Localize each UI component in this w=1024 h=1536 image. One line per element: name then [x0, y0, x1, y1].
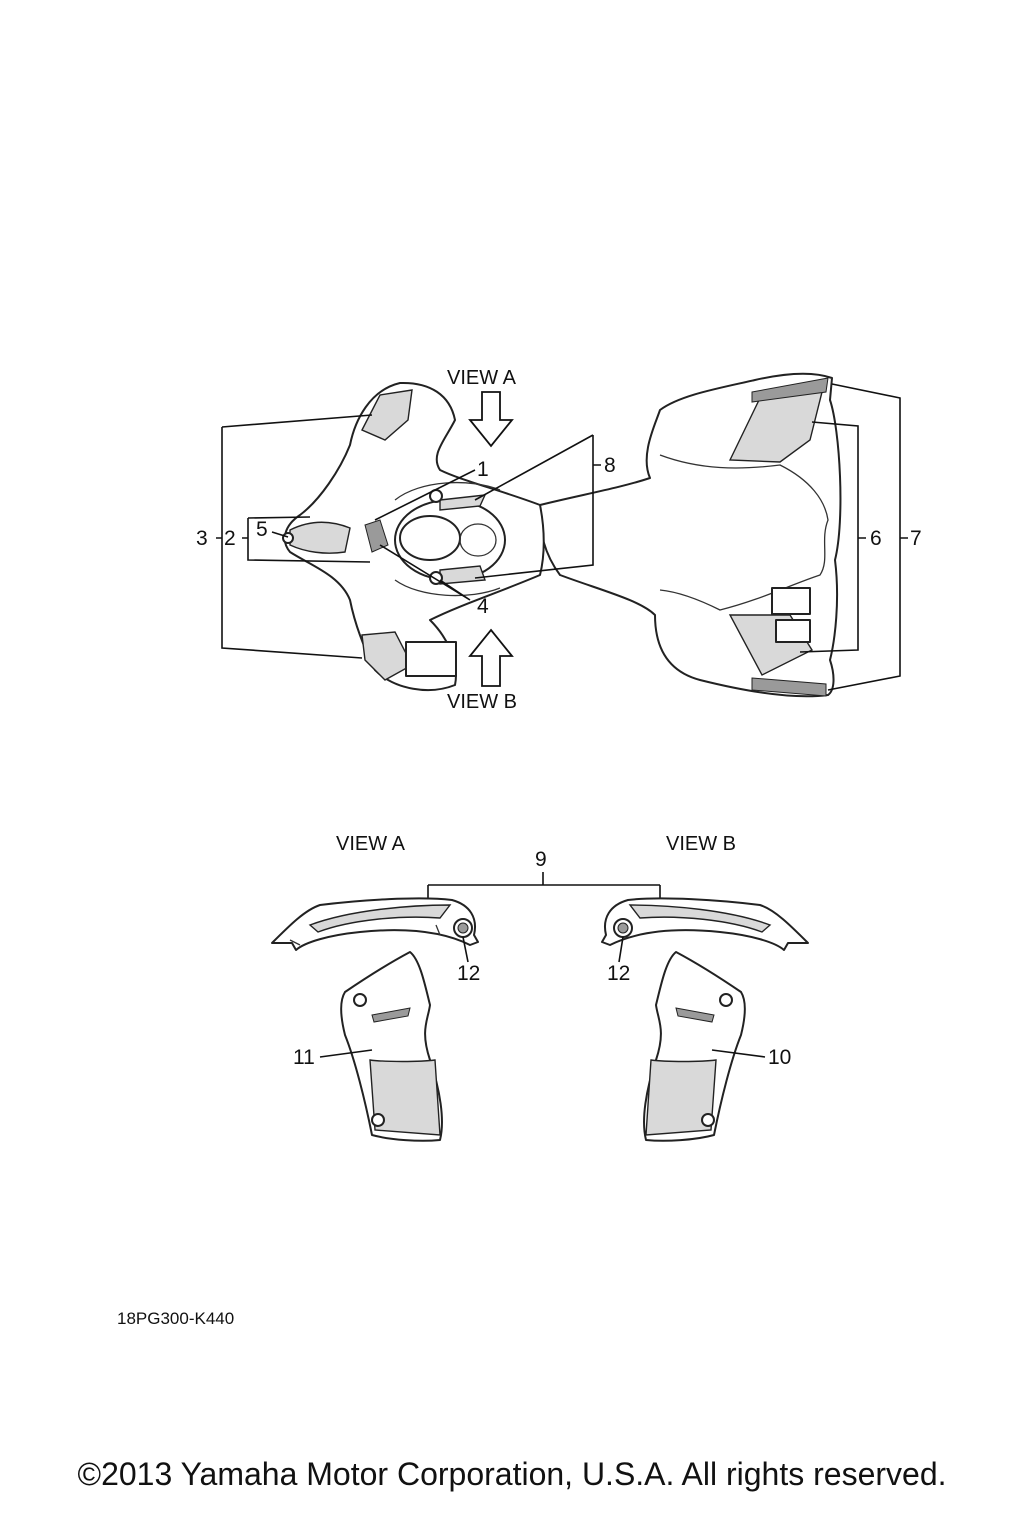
rear-logo-upper — [751, 377, 829, 403]
callout-3: 3 — [196, 527, 208, 550]
view-a-label-top: VIEW A — [447, 367, 517, 389]
callout-2: 2 — [224, 527, 236, 550]
view-a-fender — [271, 897, 479, 951]
left-side-panel — [340, 951, 443, 1142]
atv-body-top-view — [282, 372, 842, 698]
front-label — [405, 641, 457, 677]
nose-decal — [289, 521, 351, 554]
front-side-decal-top — [361, 389, 413, 441]
tank-decal-lower — [439, 565, 486, 585]
callout-12-right: 12 — [607, 962, 630, 985]
callout-12-left: 12 — [457, 962, 480, 985]
diagram-code: 18PG300-K440 — [117, 1309, 235, 1328]
callout-7: 7 — [910, 527, 922, 550]
callout-8: 8 — [604, 454, 616, 477]
rear-decal-upper — [728, 391, 823, 463]
callout-4: 4 — [477, 595, 489, 618]
callout-1: 1 — [477, 458, 489, 481]
center-decal — [364, 519, 389, 553]
rear-label-a — [771, 587, 811, 615]
right-side-panel — [643, 951, 746, 1142]
callout-6: 6 — [870, 527, 882, 550]
view-a-label: VIEW A — [336, 833, 406, 855]
rear-label-b — [775, 619, 811, 643]
view-a-arrow — [468, 391, 514, 448]
view-b-fender — [601, 897, 809, 951]
fuel-cap — [399, 515, 461, 561]
callout-9: 9 — [535, 848, 547, 871]
rear-logo-lower — [751, 677, 827, 697]
view-b-label: VIEW B — [666, 833, 736, 855]
view-b-arrow — [468, 628, 514, 687]
copyright-notice: ©2013 Yamaha Motor Corporation, U.S.A. A… — [77, 1456, 947, 1492]
leader-lines-top — [216, 383, 908, 691]
tank-decal-upper — [439, 494, 487, 511]
callout-11: 11 — [293, 1046, 315, 1069]
callout-5: 5 — [256, 518, 268, 541]
view-b-label-top: VIEW B — [447, 691, 517, 713]
callout-10: 10 — [768, 1046, 791, 1069]
front-side-decal-bottom — [361, 631, 413, 681]
